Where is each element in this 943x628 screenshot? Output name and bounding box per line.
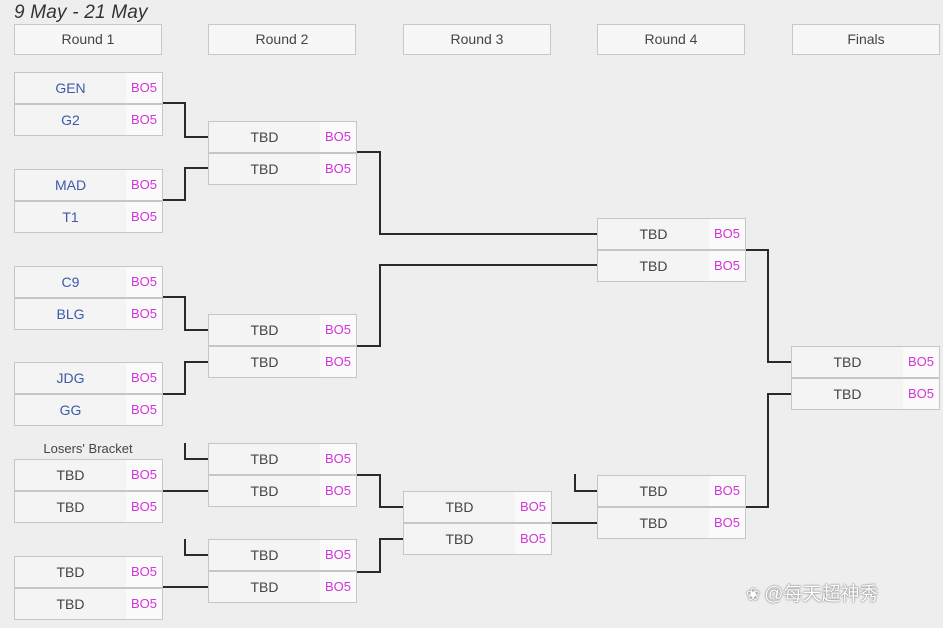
- team-name: G2: [15, 105, 127, 135]
- team-name: TBD: [792, 347, 904, 377]
- team-name: TBD: [209, 315, 321, 345]
- team-name: TBD: [598, 219, 710, 249]
- match-format: BO5: [126, 589, 162, 619]
- team-name: C9: [15, 267, 127, 297]
- round-4-header: Round 4: [597, 24, 745, 55]
- team-name: TBD: [209, 476, 321, 506]
- losers-bracket-label: Losers' Bracket: [43, 441, 133, 456]
- match-format: BO5: [320, 476, 356, 506]
- team-name: TBD: [598, 251, 710, 281]
- match-format: BO5: [126, 202, 162, 232]
- team-name: TBD: [15, 557, 127, 587]
- team-name: GG: [15, 395, 127, 425]
- team-name: TBD: [598, 476, 710, 506]
- match-format: BO5: [126, 170, 162, 200]
- match-format: BO5: [320, 122, 356, 152]
- finals-header: Finals: [792, 24, 940, 55]
- match-format: BO5: [126, 299, 162, 329]
- match-format: BO5: [320, 347, 356, 377]
- team-name: TBD: [209, 540, 321, 570]
- match-format: BO5: [709, 476, 745, 506]
- match-format: BO5: [709, 251, 745, 281]
- watermark: ❀@每天超神秀: [746, 583, 879, 607]
- match-format: BO5: [320, 444, 356, 474]
- match-format: BO5: [903, 379, 939, 409]
- match-format: BO5: [126, 363, 162, 393]
- match-format: BO5: [709, 508, 745, 538]
- round-3-header: Round 3: [403, 24, 551, 55]
- team-name: TBD: [209, 572, 321, 602]
- date-range: 9 May - 21 May: [14, 2, 148, 23]
- team-name: TBD: [209, 122, 321, 152]
- match-format: BO5: [709, 219, 745, 249]
- round-2-header: Round 2: [208, 24, 356, 55]
- team-name: TBD: [15, 492, 127, 522]
- team-name: TBD: [792, 379, 904, 409]
- match-format: BO5: [126, 105, 162, 135]
- match-format: BO5: [126, 267, 162, 297]
- match-format: BO5: [515, 492, 551, 522]
- match-format: BO5: [320, 540, 356, 570]
- watermark-text: @每天超神秀: [764, 584, 879, 605]
- match-format: BO5: [126, 73, 162, 103]
- match-format: BO5: [126, 492, 162, 522]
- team-name: TBD: [598, 508, 710, 538]
- team-name: TBD: [209, 347, 321, 377]
- match-format: BO5: [320, 315, 356, 345]
- match-format: BO5: [320, 154, 356, 184]
- match-format: BO5: [515, 524, 551, 554]
- match-format: BO5: [126, 460, 162, 490]
- match-format: BO5: [903, 347, 939, 377]
- team-name: TBD: [209, 154, 321, 184]
- match-format: BO5: [320, 572, 356, 602]
- team-name: TBD: [404, 492, 516, 522]
- team-name: TBD: [15, 589, 127, 619]
- paw-icon: ❀: [746, 585, 761, 604]
- match-format: BO5: [126, 557, 162, 587]
- team-name: TBD: [209, 444, 321, 474]
- team-name: TBD: [15, 460, 127, 490]
- match-format: BO5: [126, 395, 162, 425]
- team-name: T1: [15, 202, 127, 232]
- round-1-header: Round 1: [14, 24, 162, 55]
- team-name: TBD: [404, 524, 516, 554]
- team-name: JDG: [15, 363, 127, 393]
- team-name: MAD: [15, 170, 127, 200]
- team-name: GEN: [15, 73, 127, 103]
- team-name: BLG: [15, 299, 127, 329]
